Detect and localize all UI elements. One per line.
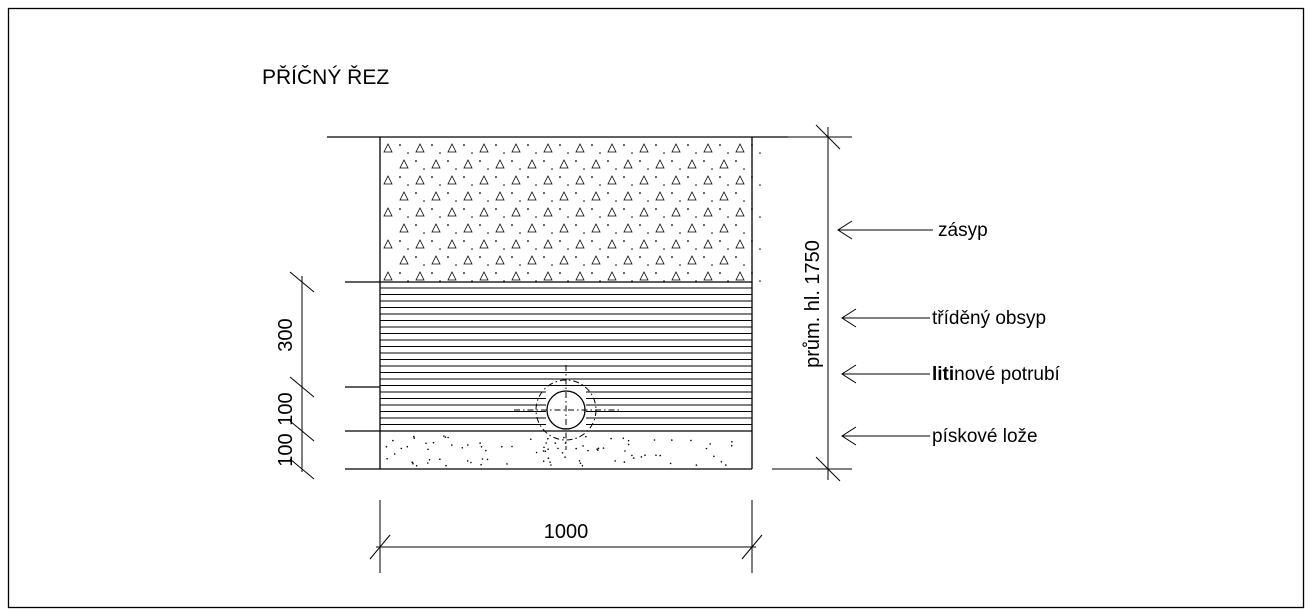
dim-tick [289, 420, 315, 442]
label-litinove-potrubi: litinové potrubí [932, 364, 1061, 385]
label-zasyp: zásyp [938, 220, 988, 241]
callout-zasyp: zásyp [837, 220, 988, 241]
label-trideny-obsyp: tříděný obsyp [932, 308, 1046, 329]
callout-trideny-obsyp: tříděný obsyp [841, 308, 1046, 329]
dim-100-upper-label: 100 [275, 392, 297, 425]
dim-tick [289, 458, 315, 480]
dim-tick [289, 271, 315, 293]
label-piskove-loze: pískové lože [932, 426, 1038, 447]
dim-300-label: 300 [275, 318, 297, 351]
backfill-hatch [383, 143, 761, 282]
callout-litinove-potrubi: litinové potrubí [841, 364, 1061, 385]
dim-tick [815, 124, 841, 150]
sand-bed-hatch [385, 435, 733, 467]
drawing-title: PŘÍČNÝ ŘEZ [262, 66, 389, 89]
dim-tick [815, 456, 841, 482]
width-label: 1000 [544, 521, 589, 543]
dim-tick [289, 376, 315, 398]
dim-tick [369, 534, 391, 560]
drawing-frame [7, 7, 1305, 609]
dim-tick [741, 534, 763, 560]
depth-label: prům. hl. 1750 [802, 240, 824, 368]
callout-piskove-loze: pískové lože [841, 426, 1038, 447]
dim-100-lower-label: 100 [275, 433, 297, 466]
